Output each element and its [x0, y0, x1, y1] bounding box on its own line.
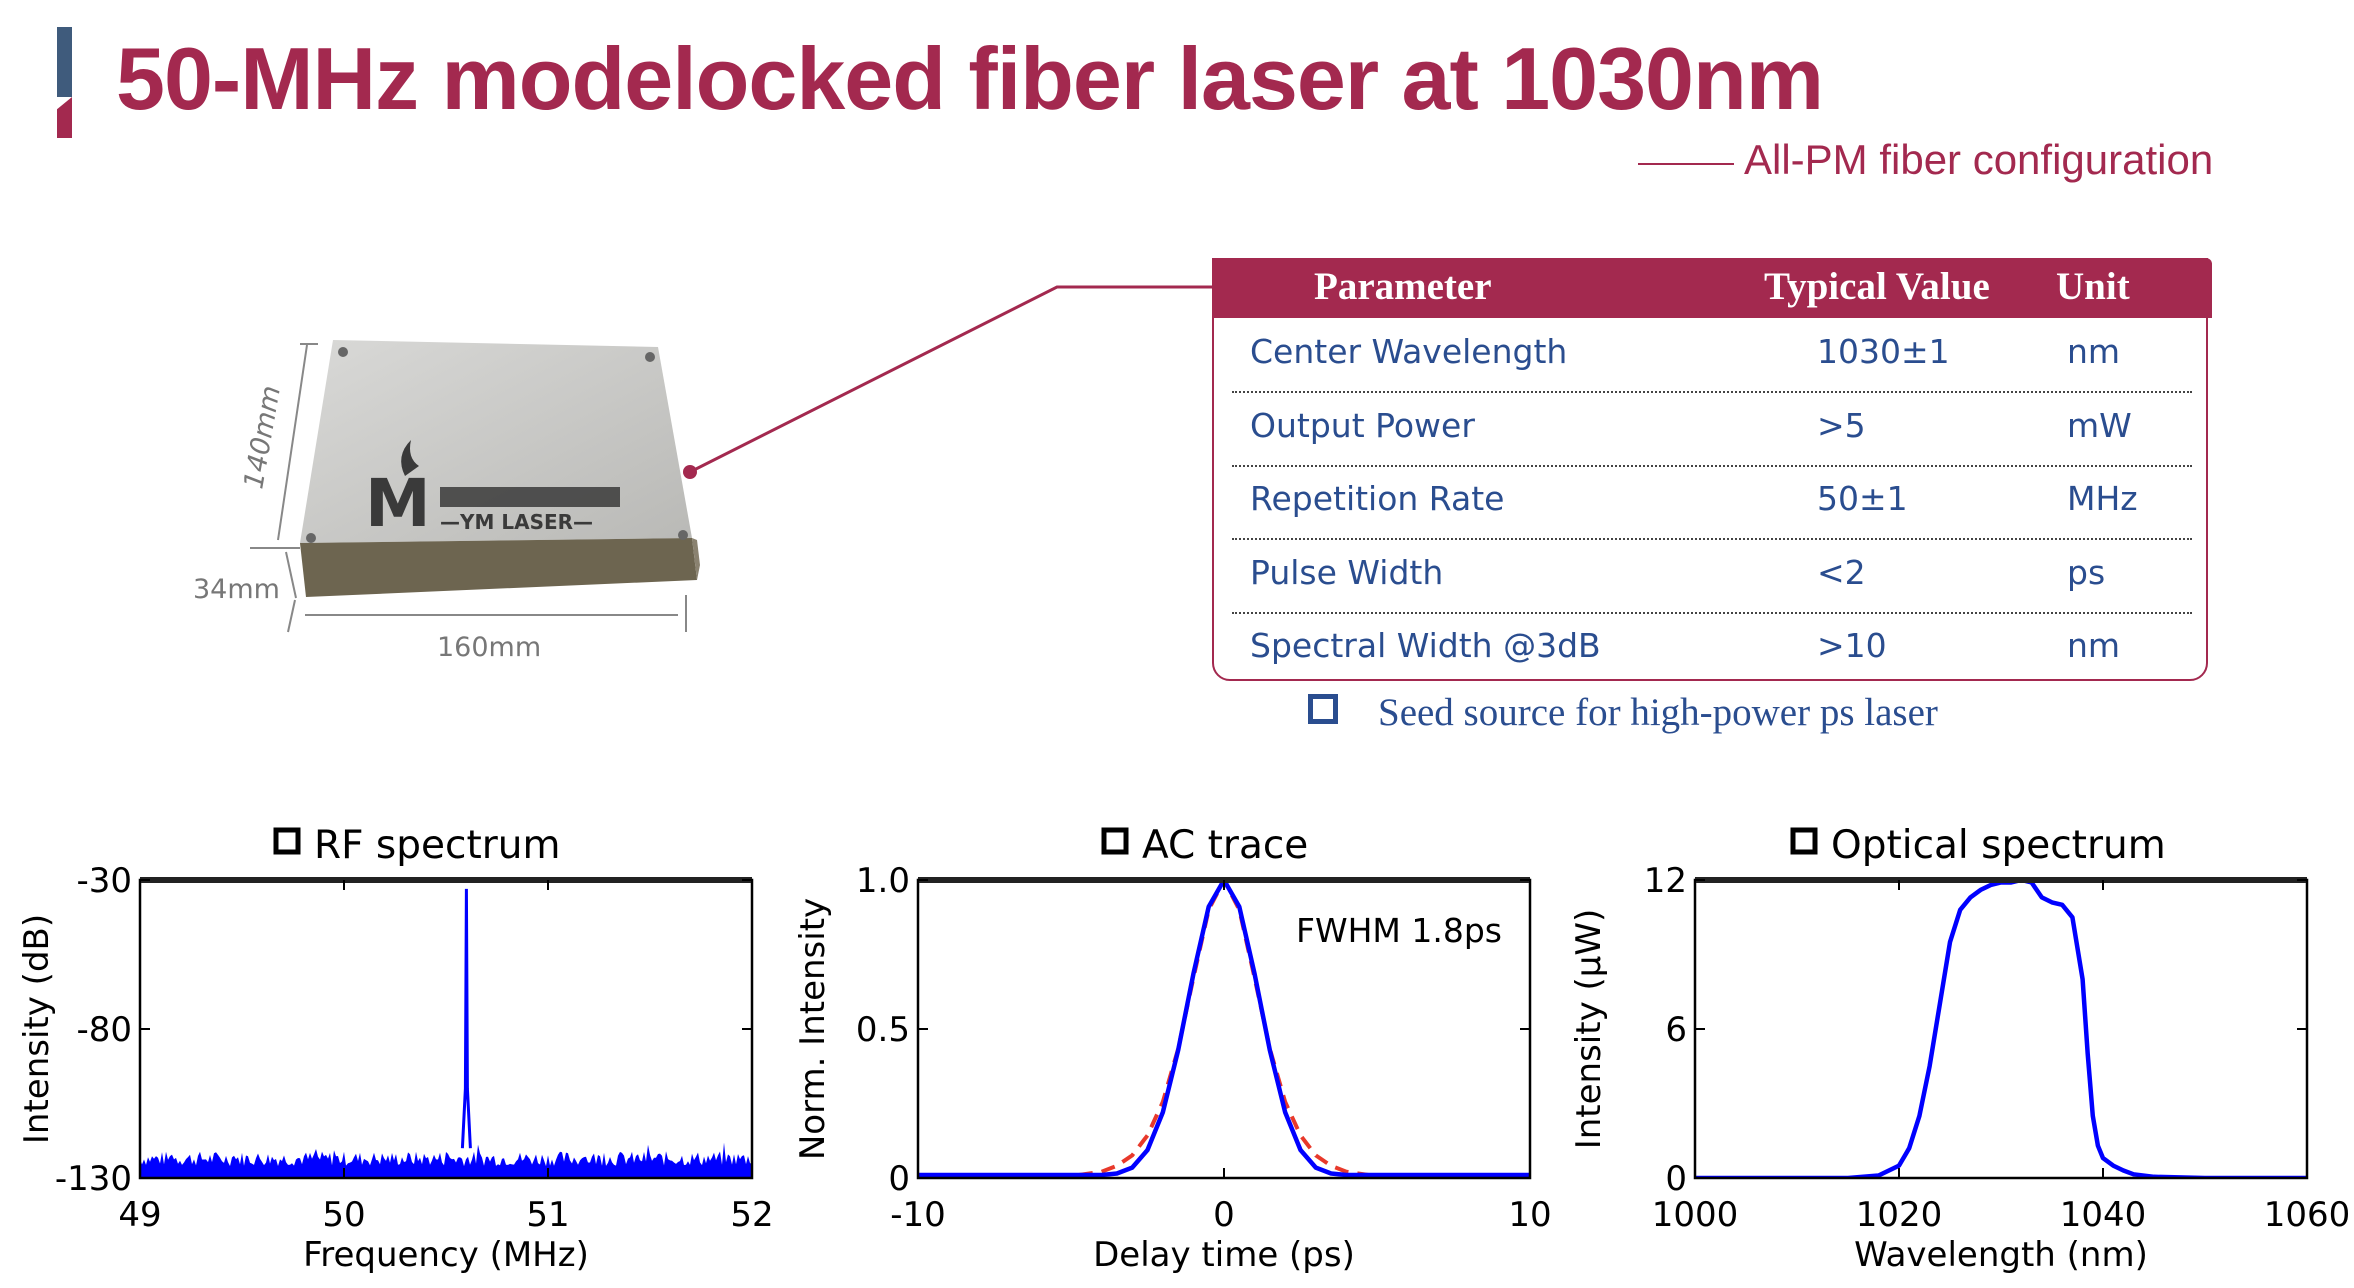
x-axis-label: Delay time (ps) — [1093, 1235, 1355, 1275]
subtitle-dash — [1638, 163, 1734, 165]
x-tick-label: 52 — [730, 1195, 773, 1235]
header-typical-value: Typical Value — [1764, 265, 1990, 308]
header-parameter: Parameter — [1314, 265, 1492, 308]
y-tick-label: 6 — [1665, 1010, 1687, 1050]
y-tick-label: 12 — [1644, 861, 1687, 901]
chart-title: AC trace — [1142, 823, 1308, 868]
chart-optical-spectrum: Optical spectrum 1000 1020 1040 1060 12 6 0Wave… — [1569, 823, 2350, 1275]
cell-unit: mW — [2067, 405, 2132, 445]
axes-frame — [1693, 878, 2309, 1180]
cell-unit: ps — [2067, 552, 2106, 592]
page-subtitle: All-PM fiber configuration — [1744, 136, 2214, 183]
cell-value: <2 — [1817, 552, 1866, 592]
y-tick-label: 0.5 — [856, 1010, 910, 1050]
x-axis-label: Wavelength (nm) — [1854, 1235, 2148, 1275]
table-row: Output Power >5 mW — [1232, 392, 2192, 467]
ym-laser-logo: M —YM LASER— — [365, 440, 620, 542]
table-row: Pulse Width <2 ps — [1232, 539, 2192, 614]
x-tick-label: 1060 — [2264, 1195, 2351, 1235]
title-accent-bar-bottom — [57, 97, 72, 138]
cell-unit: MHz — [2067, 479, 2138, 518]
x-tick-label: -10 — [890, 1195, 946, 1235]
page-title: 50-MHz modelocked fiber laser at 1030nm — [116, 29, 1824, 128]
svg-text:M: M — [365, 465, 431, 542]
y-tick-label: -130 — [55, 1159, 132, 1199]
y-axis-label: Intensity (dB) — [17, 914, 57, 1144]
x-tick-label: 1040 — [2060, 1195, 2147, 1235]
y-tick-label: -80 — [76, 1010, 132, 1050]
dimension-lines — [250, 343, 687, 633]
cell-unit: nm — [2067, 626, 2121, 665]
cell-value: >10 — [1817, 626, 1887, 665]
y-tick-label: -30 — [76, 861, 132, 901]
series-measured — [918, 880, 1530, 1178]
table-header: Parameter Typical Value Unit — [1212, 258, 2212, 318]
square-bullet-icon — [1790, 827, 1818, 855]
x-tick-label: 50 — [322, 1195, 365, 1235]
series-fit — [918, 880, 1530, 1178]
chart-title: Optical spectrum — [1831, 823, 2166, 868]
table-row: Spectral Width @3dB >10 nm — [1232, 612, 2192, 685]
fwhm-annotation: FWHM 1.8ps — [1296, 911, 1502, 950]
title-accent-bar-top — [57, 27, 72, 97]
square-bullet-icon — [273, 827, 301, 855]
bullet-text: Seed source for high-power ps laser — [1378, 691, 1938, 734]
cell-value: 50±1 — [1817, 479, 1908, 518]
cell-unit: nm — [2067, 332, 2121, 371]
y-axis-label: Intensity (µW) — [1569, 909, 1609, 1150]
dimension-width-label: 160mm — [437, 632, 541, 663]
spec-table: Parameter Typical Value Unit Center Wave… — [1212, 258, 2212, 681]
table-row: Center Wavelength 1030±1 nm — [1232, 318, 2192, 393]
y-tick-label: 0 — [1665, 1159, 1687, 1199]
cell-parameter: Spectral Width @3dB — [1250, 626, 1601, 665]
x-axis-label: Frequency (MHz) — [303, 1235, 589, 1275]
svg-text:—YM LASER—: —YM LASER— — [440, 510, 593, 534]
series-spectrum — [1695, 880, 2307, 1178]
x-tick-label: 10 — [1508, 1195, 1551, 1235]
table-row: Repetition Rate 50±1 MHz — [1232, 465, 2192, 540]
y-axis-label: Norm. Intensity — [793, 898, 833, 1160]
axes-frame — [138, 878, 754, 1180]
bullet-item: Seed source for high-power ps laser — [1308, 690, 1938, 735]
y-tick-label: 0 — [888, 1159, 910, 1199]
x-tick-label: 1020 — [1856, 1195, 1943, 1235]
cell-parameter: Center Wavelength — [1250, 332, 1568, 371]
square-bullet-icon — [1308, 693, 1338, 724]
cell-value: >5 — [1817, 405, 1866, 445]
noise-floor-area — [140, 1142, 752, 1178]
square-bullet-icon — [1101, 827, 1129, 855]
x-tick-label: 51 — [526, 1195, 569, 1235]
cell-value: 1030±1 — [1817, 332, 1950, 371]
device-side-face — [300, 538, 697, 597]
header-unit: Unit — [2056, 265, 2130, 308]
x-tick-label: 1000 — [1652, 1195, 1739, 1235]
chart-title: RF spectrum — [314, 823, 560, 868]
y-tick-label: 1.0 — [856, 861, 910, 901]
cell-parameter: Pulse Width — [1250, 552, 1444, 592]
x-tick-label: 0 — [1213, 1195, 1235, 1235]
dimension-height-label: 34mm — [193, 574, 280, 605]
connector-dot — [683, 465, 697, 479]
x-tick-label: 49 — [118, 1195, 161, 1235]
cell-parameter: Repetition Rate — [1250, 479, 1505, 518]
rf-peak-line — [460, 888, 472, 1149]
cell-parameter: Output Power — [1250, 405, 1475, 445]
connector-line — [689, 285, 1212, 474]
